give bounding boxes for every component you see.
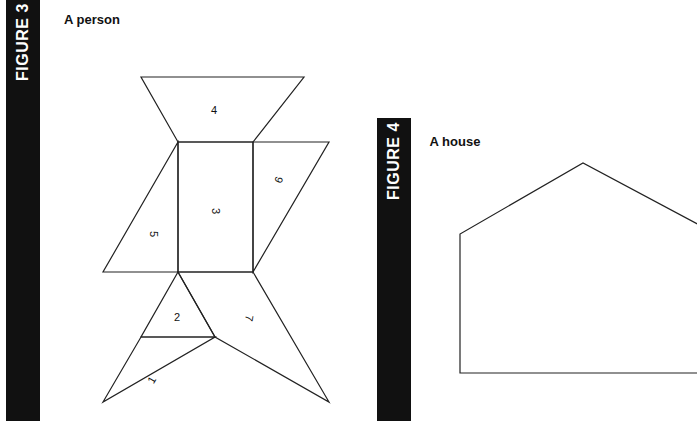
house-outline xyxy=(460,163,697,373)
triangle-piece xyxy=(103,142,178,272)
figure-title: A house xyxy=(430,135,481,148)
callout-number: 1 xyxy=(146,375,159,386)
triangle-piece xyxy=(103,337,215,402)
triangle-piece xyxy=(141,272,215,337)
figure-label: FIGURE 3 xyxy=(15,3,31,81)
triangle-piece xyxy=(253,142,329,272)
trapezoid-piece xyxy=(141,77,304,142)
figure-bar xyxy=(6,0,40,421)
callout-number: 5 xyxy=(148,231,159,237)
callout-number: 2 xyxy=(174,312,180,323)
quadrilateral-piece xyxy=(178,272,329,402)
callout-number: 4 xyxy=(211,105,217,116)
figure-bar xyxy=(377,118,411,421)
callout-number: 3 xyxy=(210,208,221,214)
callout-number: 7 xyxy=(243,314,255,322)
callout-number: 6 xyxy=(273,175,285,185)
square-piece xyxy=(178,142,253,272)
figure-title: A person xyxy=(64,13,120,26)
figure-label: FIGURE 4 xyxy=(386,122,402,200)
